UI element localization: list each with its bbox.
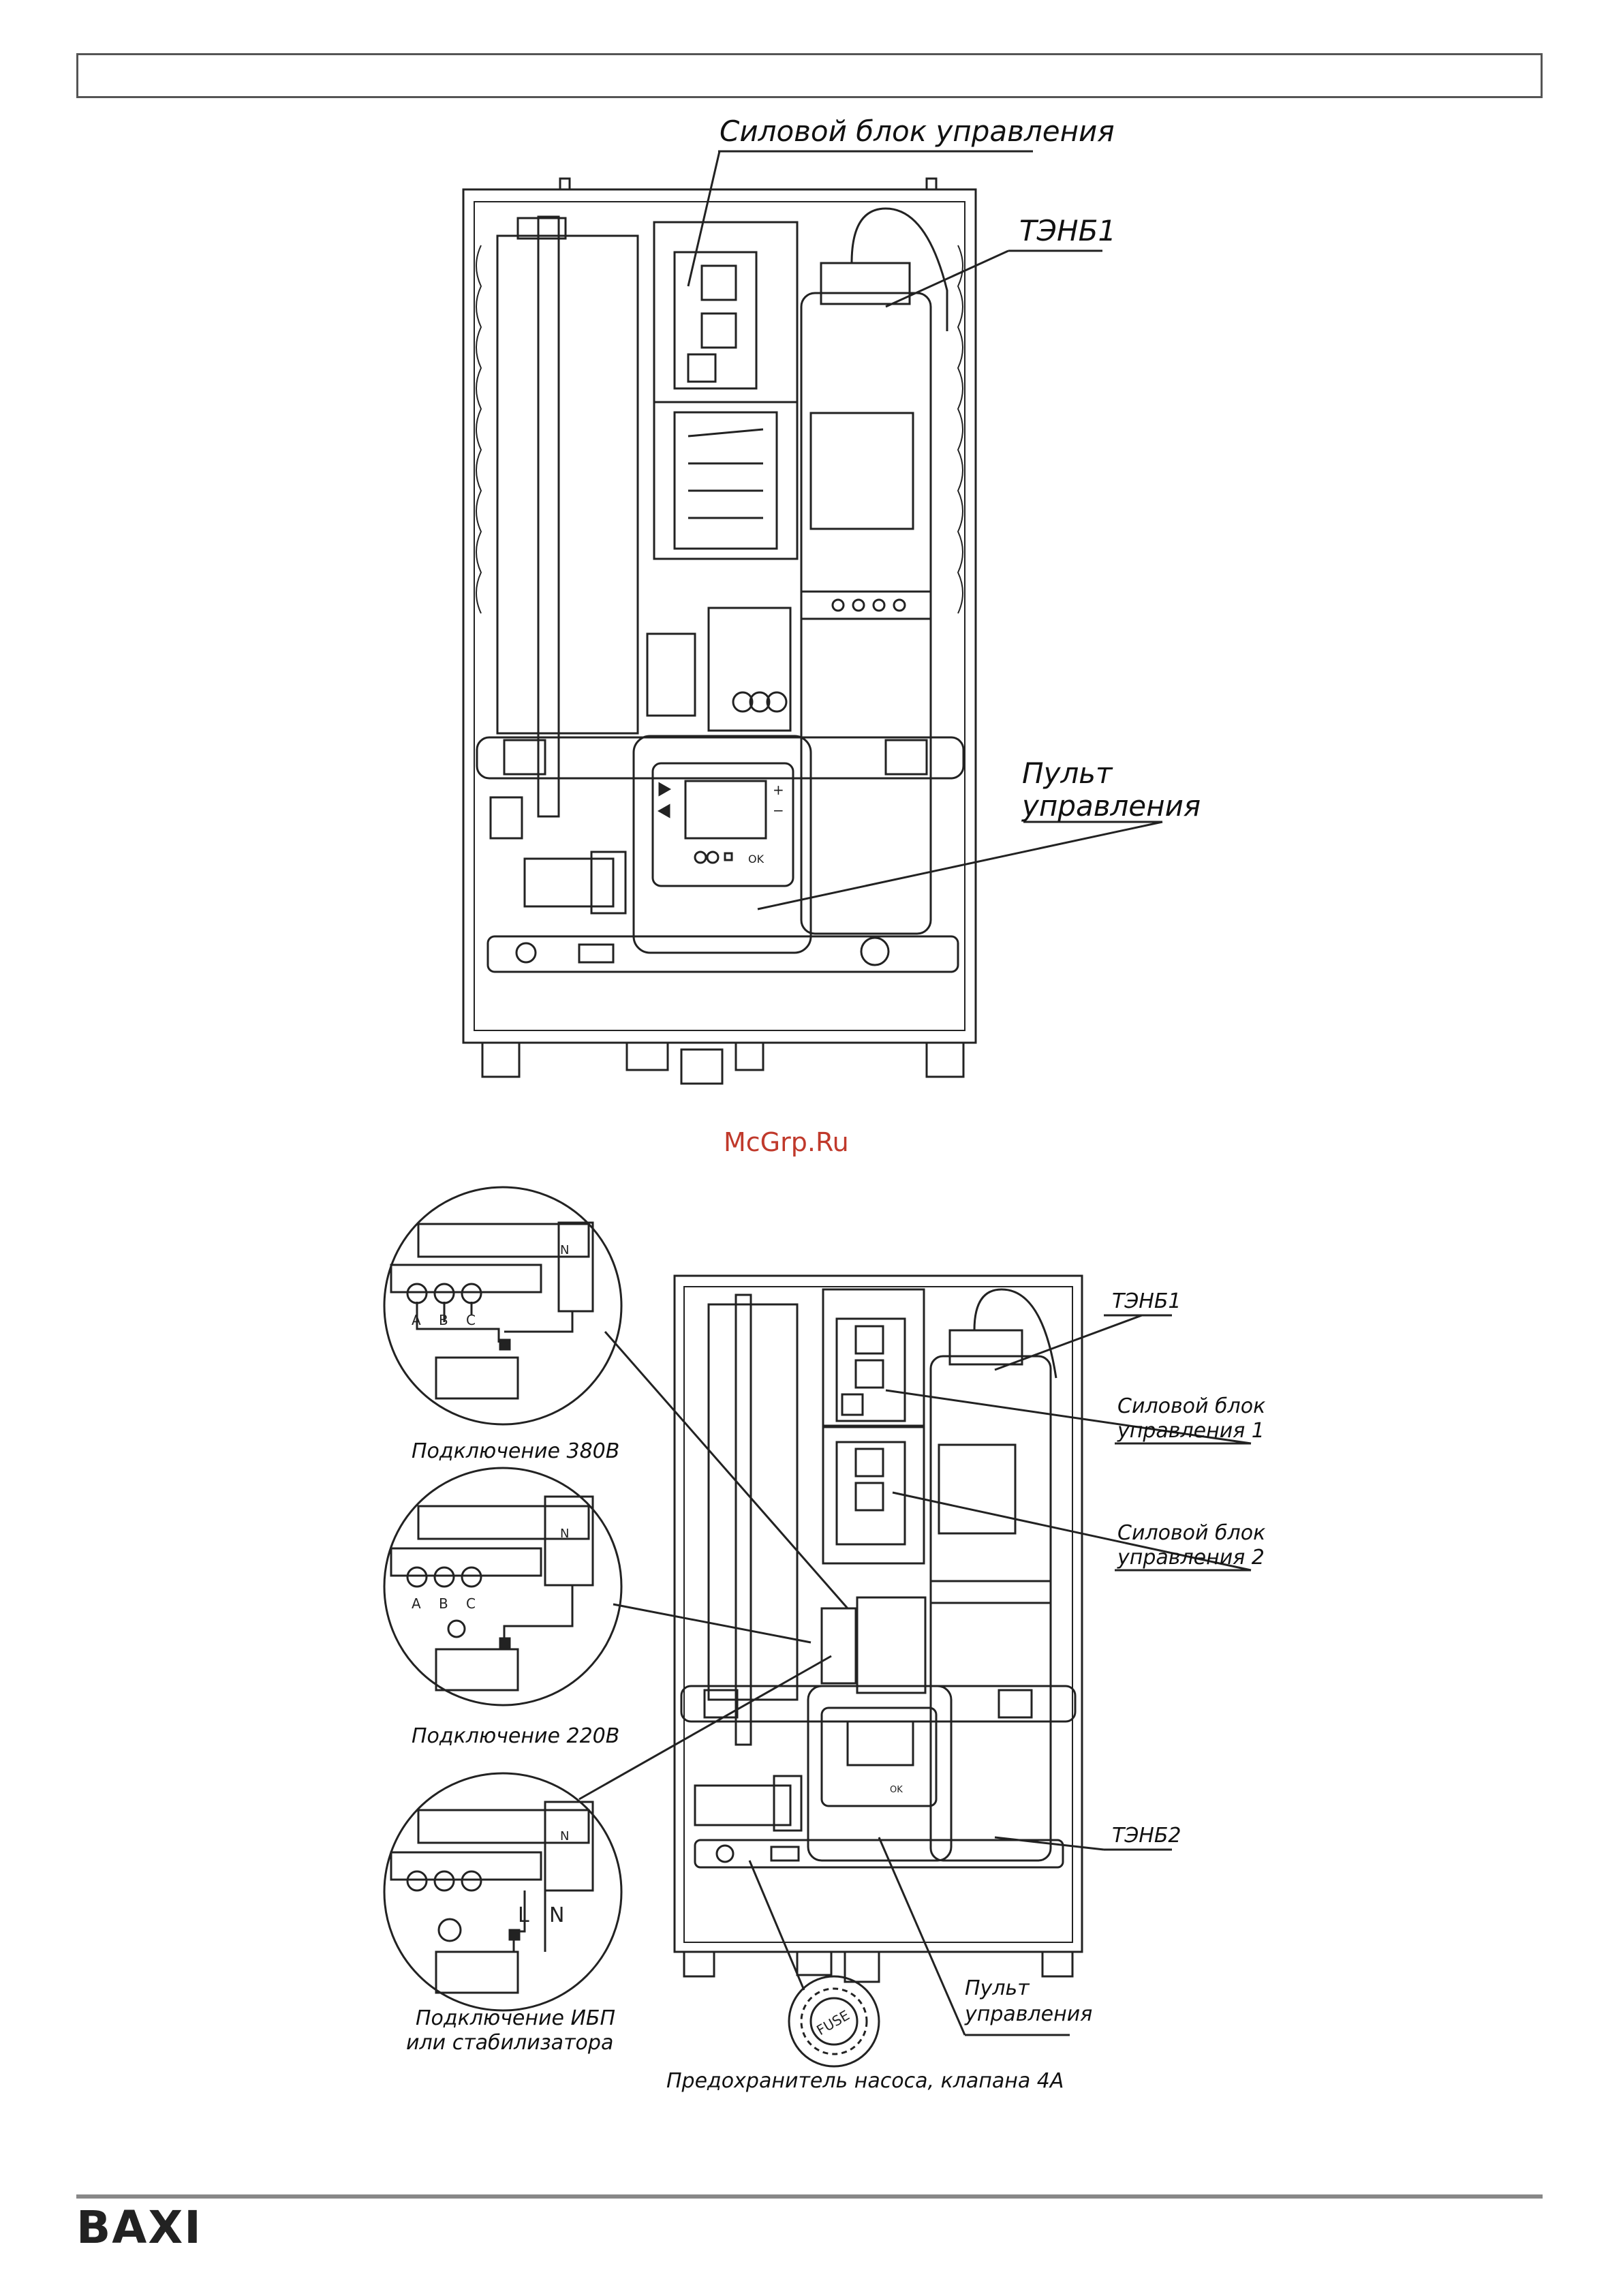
- label-power-block: Силовой блок управления: [720, 114, 1115, 148]
- top-control-panel: [634, 736, 811, 953]
- inset-220v-terminal-c: C: [466, 1595, 476, 1612]
- bottom-panel-display: [848, 1721, 913, 1765]
- bottom-panel-ok: OK: [890, 1785, 903, 1795]
- label-block2-line2: управления 2: [1117, 1546, 1265, 1570]
- label-panel-top-1: Пульт: [1022, 756, 1113, 790]
- inset-ups-caption-2: или стабилизатора: [406, 2031, 613, 2055]
- inset-ups: L N N: [384, 1773, 621, 2010]
- inset-380v: A B C N: [384, 1187, 621, 1424]
- label-panel-top-2: управления: [1022, 789, 1201, 823]
- label-panel-bottom-2: управления: [965, 2002, 1092, 2026]
- baxi-logo: BAXI: [76, 2201, 202, 2254]
- inset-380v-caption: Подключение 380В: [412, 1439, 619, 1463]
- inset-380v-terminal-c: C: [466, 1312, 476, 1328]
- label-heater1-bottom: ТЭНБ1: [1112, 1289, 1181, 1313]
- top-panel-ok: OK: [748, 853, 764, 866]
- inset-220v-terminal-a: A: [412, 1595, 421, 1612]
- inset-ups-terminal-n: N: [549, 1903, 564, 1927]
- top-cabinet: [463, 189, 976, 1043]
- label-block2-line1: Силовой блок: [1117, 1521, 1265, 1545]
- inset-380v-terminal-a: A: [412, 1312, 421, 1328]
- top-heater-tank: [801, 293, 931, 934]
- label-fuse: Предохранитель насоса, клапана 4А: [666, 2069, 1064, 2093]
- bottom-power-block-1: [823, 1289, 924, 1426]
- top-panel-minus: −: [773, 802, 784, 818]
- inset-ups-terminal-l: L: [518, 1903, 529, 1927]
- fuse-text: FUSE: [814, 2007, 852, 2039]
- inset-380v-terminal-n: N: [560, 1243, 569, 1257]
- top-boiler-diagram: OK + −: [463, 151, 1162, 1084]
- top-heat-exchanger: [497, 236, 638, 733]
- bottom-heater-tank: [931, 1356, 1051, 1861]
- inset-220v-terminal-b: B: [439, 1595, 448, 1612]
- inset-ups-caption-1: Подключение ИБП: [416, 2006, 615, 2030]
- top-panel-display: [685, 781, 766, 838]
- inset-220v: A B C N: [384, 1468, 621, 1705]
- inset-380v-terminal-b: B: [439, 1312, 448, 1328]
- label-block1-line2: управления 1: [1117, 1419, 1265, 1443]
- inset-ups-terminal-n-small: N: [560, 1829, 569, 1843]
- label-panel-bottom-1: Пульт: [965, 1976, 1030, 2000]
- watermark: McGrp.Ru: [724, 1127, 849, 1157]
- label-block1-line1: Силовой блок: [1117, 1394, 1265, 1418]
- label-heater2-bottom: ТЭНБ2: [1112, 1824, 1181, 1848]
- top-panel-plus: +: [773, 782, 784, 798]
- inset-220v-caption: Подключение 220В: [412, 1724, 619, 1748]
- inset-220v-terminal-n: N: [560, 1527, 569, 1541]
- footer-rule: [76, 2194, 1543, 2199]
- label-heater-top: ТЭНБ1: [1019, 214, 1116, 247]
